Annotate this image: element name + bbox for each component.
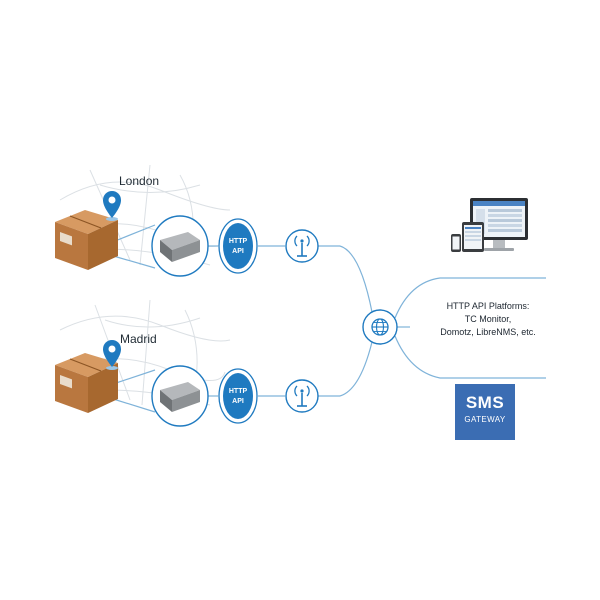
city-label-london: London [119, 174, 160, 188]
platforms-line1: HTTP API Platforms: [446, 301, 530, 311]
http-api-line1: HTTP [229, 238, 248, 245]
connector-lines [109, 224, 546, 413]
package-box-madrid [55, 353, 118, 413]
http-api-line2: API [232, 398, 244, 405]
globe-icon [362, 309, 398, 345]
antenna-icon [285, 379, 319, 413]
http-api-line1: HTTP [229, 388, 248, 395]
platforms-description: HTTP API Platforms: TC Monitor, Domotz, … [428, 300, 548, 339]
location-pin-icon [103, 191, 121, 221]
sms-gateway-logo: SMS GATEWAY [455, 384, 515, 440]
city-label-madrid: Madrid [120, 332, 157, 346]
antenna-icon [285, 229, 319, 263]
sms-gateway-line1: SMS [465, 393, 505, 412]
monitor-devices-icon [451, 198, 528, 252]
platforms-line2: TC Monitor, [464, 314, 512, 324]
location-pin-icon [103, 340, 121, 370]
http-api-badge: HTTP API [218, 218, 258, 274]
package-box-london [55, 210, 118, 270]
http-api-line2: API [232, 248, 244, 255]
tracker-device-icon [151, 215, 209, 277]
http-api-badge: HTTP API [218, 368, 258, 424]
sms-gateway-line2: GATEWAY [464, 415, 506, 424]
tracker-device-icon [151, 365, 209, 427]
platforms-line3: Domotz, LibreNMS, etc. [440, 327, 536, 337]
